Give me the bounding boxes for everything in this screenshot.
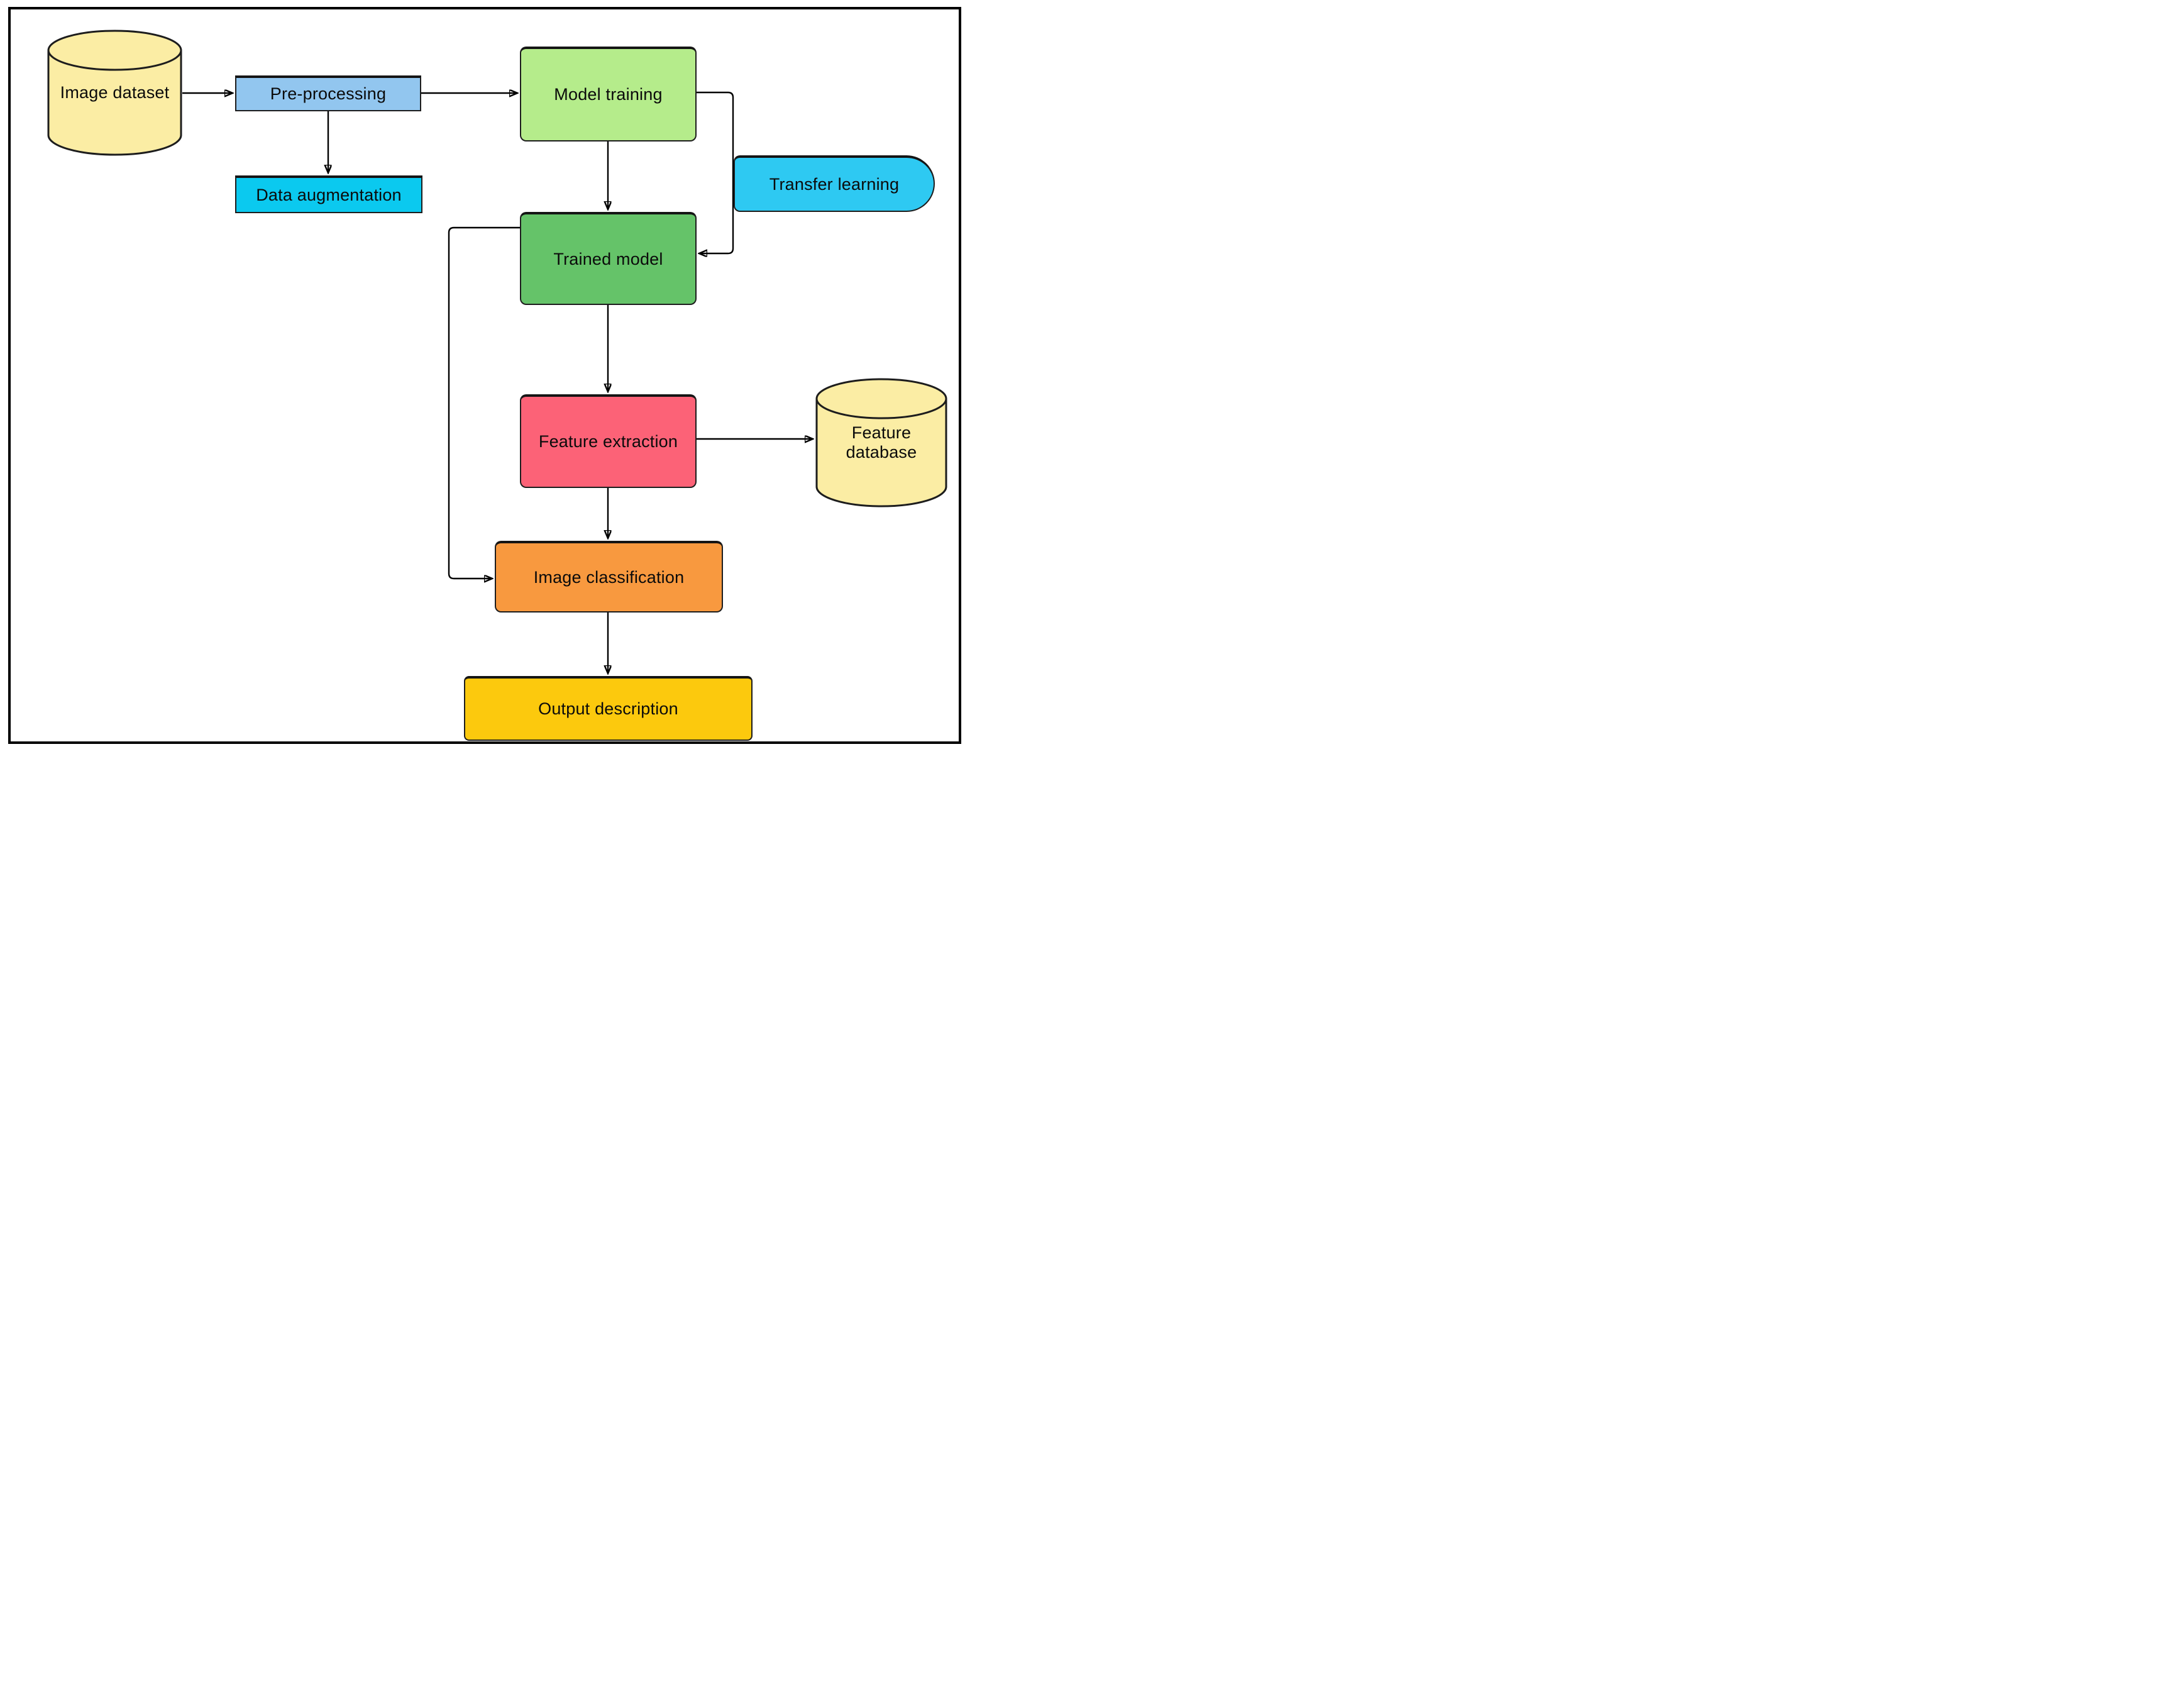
node-feature-extraction: Feature extraction [520,394,697,488]
cylinder-body [815,399,947,507]
node-label: Feature database [846,423,917,462]
node-pre-processing: Pre-processing [235,75,421,111]
node-transfer-learning: Transfer learning [734,155,935,212]
cylinder-body [47,50,182,156]
node-label: Data augmentation [256,185,402,204]
node-image-classification: Image classification [495,541,723,612]
node-model-training: Model training [520,47,697,141]
diagram-canvas: Image dataset Pre-processing Data augmen… [0,0,972,755]
node-label: Trained model [553,249,663,269]
node-image-dataset: Image dataset [47,30,182,156]
cylinder-top [815,378,947,419]
node-label: Model training [554,85,663,104]
cylinder-shape [47,30,182,156]
node-label: Image classification [533,567,685,587]
node-trained-model: Trained model [520,212,697,305]
node-label: Output description [538,699,678,718]
node-label: Feature extraction [538,432,678,451]
node-feature-database: Feature database [815,378,947,507]
node-label: Pre-processing [270,84,387,103]
node-data-augmentation: Data augmentation [235,175,422,213]
cylinder-top [47,30,182,71]
edge-model-training-via-transfer-learning-to-trained-model [697,91,734,253]
cylinder-shape [815,378,947,507]
arrows-layer [182,0,972,755]
node-label: Transfer learning [769,174,900,194]
node-label: Image dataset [60,83,170,102]
node-output-description: Output description [464,676,753,741]
edge-trained-model-to-image-classification [448,226,520,579]
